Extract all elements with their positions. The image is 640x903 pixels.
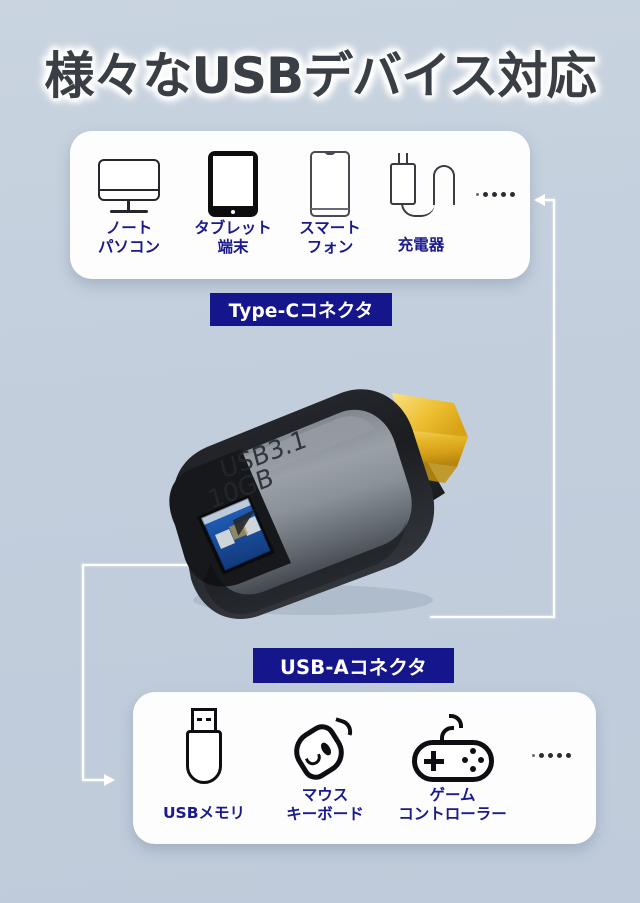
badge-usb-a-connector: USB-Aコネクタ <box>253 648 454 683</box>
label-game-controller: ゲーム コントローラー <box>398 786 507 824</box>
usb-a-more-indicator <box>518 753 584 784</box>
usb-flash-drive-icon <box>182 708 226 784</box>
label-charger: 充電器 <box>397 236 445 254</box>
label-smartphone: スマート フォン <box>299 219 361 257</box>
usb-a-label-row: USBメモリ マウス キーボード ゲーム コントローラー <box>133 786 596 825</box>
device-charger <box>377 151 465 217</box>
charger-icon <box>384 151 458 217</box>
monitor-icon <box>98 159 160 217</box>
device-game-controller <box>387 712 518 784</box>
device-usb-memory <box>145 708 263 784</box>
triangle-mark-icon <box>232 508 256 536</box>
type-c-icon-row <box>70 145 530 217</box>
gamepad-icon <box>411 712 494 784</box>
usb-c-to-usb-a-otg-adapter: USB3.1 10GB <box>145 375 495 625</box>
label-mouse-keyboard: マウス キーボード <box>286 786 364 824</box>
usb-a-device-card: USBメモリ マウス キーボード ゲーム コントローラー <box>133 692 596 844</box>
tablet-icon <box>208 151 258 217</box>
mouse-icon <box>285 716 359 786</box>
page-title: 様々なUSBデバイス対応 <box>44 47 596 105</box>
ellipsis-dots-icon <box>475 192 515 217</box>
smartphone-icon <box>310 150 350 217</box>
label-monitor: ノート パソコン <box>97 219 160 257</box>
label-usb-memory: USBメモリ <box>162 804 246 822</box>
type-c-label-row: ノート パソコン タブレット 端末 スマート フォン 充電器 <box>70 219 530 258</box>
device-tablet <box>183 151 283 217</box>
badge-type-c-connector: Type-Cコネクタ <box>210 293 392 326</box>
type-c-more-indicator <box>465 192 525 217</box>
type-c-device-card: ノート パソコン タブレット 端末 スマート フォン 充電器 <box>70 131 530 279</box>
device-monitor <box>75 159 183 217</box>
adapter-illustration: USB3.1 10GB <box>169 389 468 619</box>
device-mouse-keyboard <box>263 716 387 786</box>
label-tablet: タブレット 端末 <box>194 219 272 257</box>
usb-a-icon-row <box>133 706 596 786</box>
device-smartphone <box>283 150 377 217</box>
ellipsis-dots-icon <box>531 753 571 784</box>
